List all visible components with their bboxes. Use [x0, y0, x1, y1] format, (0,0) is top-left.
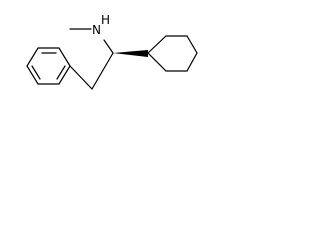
ch2-to-phenyl-bond — [69, 65, 93, 90]
atom-label-n: N — [92, 23, 101, 37]
n-to-stereocenter-bond — [103, 39, 114, 54]
stereocenter-to-ch2-bond — [91, 52, 114, 90]
atom-label-h: H — [101, 13, 110, 27]
benzene-double-bond — [56, 65, 66, 80]
wedge-bond — [113, 50, 148, 57]
benzene-ring — [26, 47, 71, 85]
structure-diagram: N H — [26, 13, 198, 90]
benzene-double-bond — [31, 65, 41, 80]
cyclohexane-ring — [147, 35, 198, 72]
